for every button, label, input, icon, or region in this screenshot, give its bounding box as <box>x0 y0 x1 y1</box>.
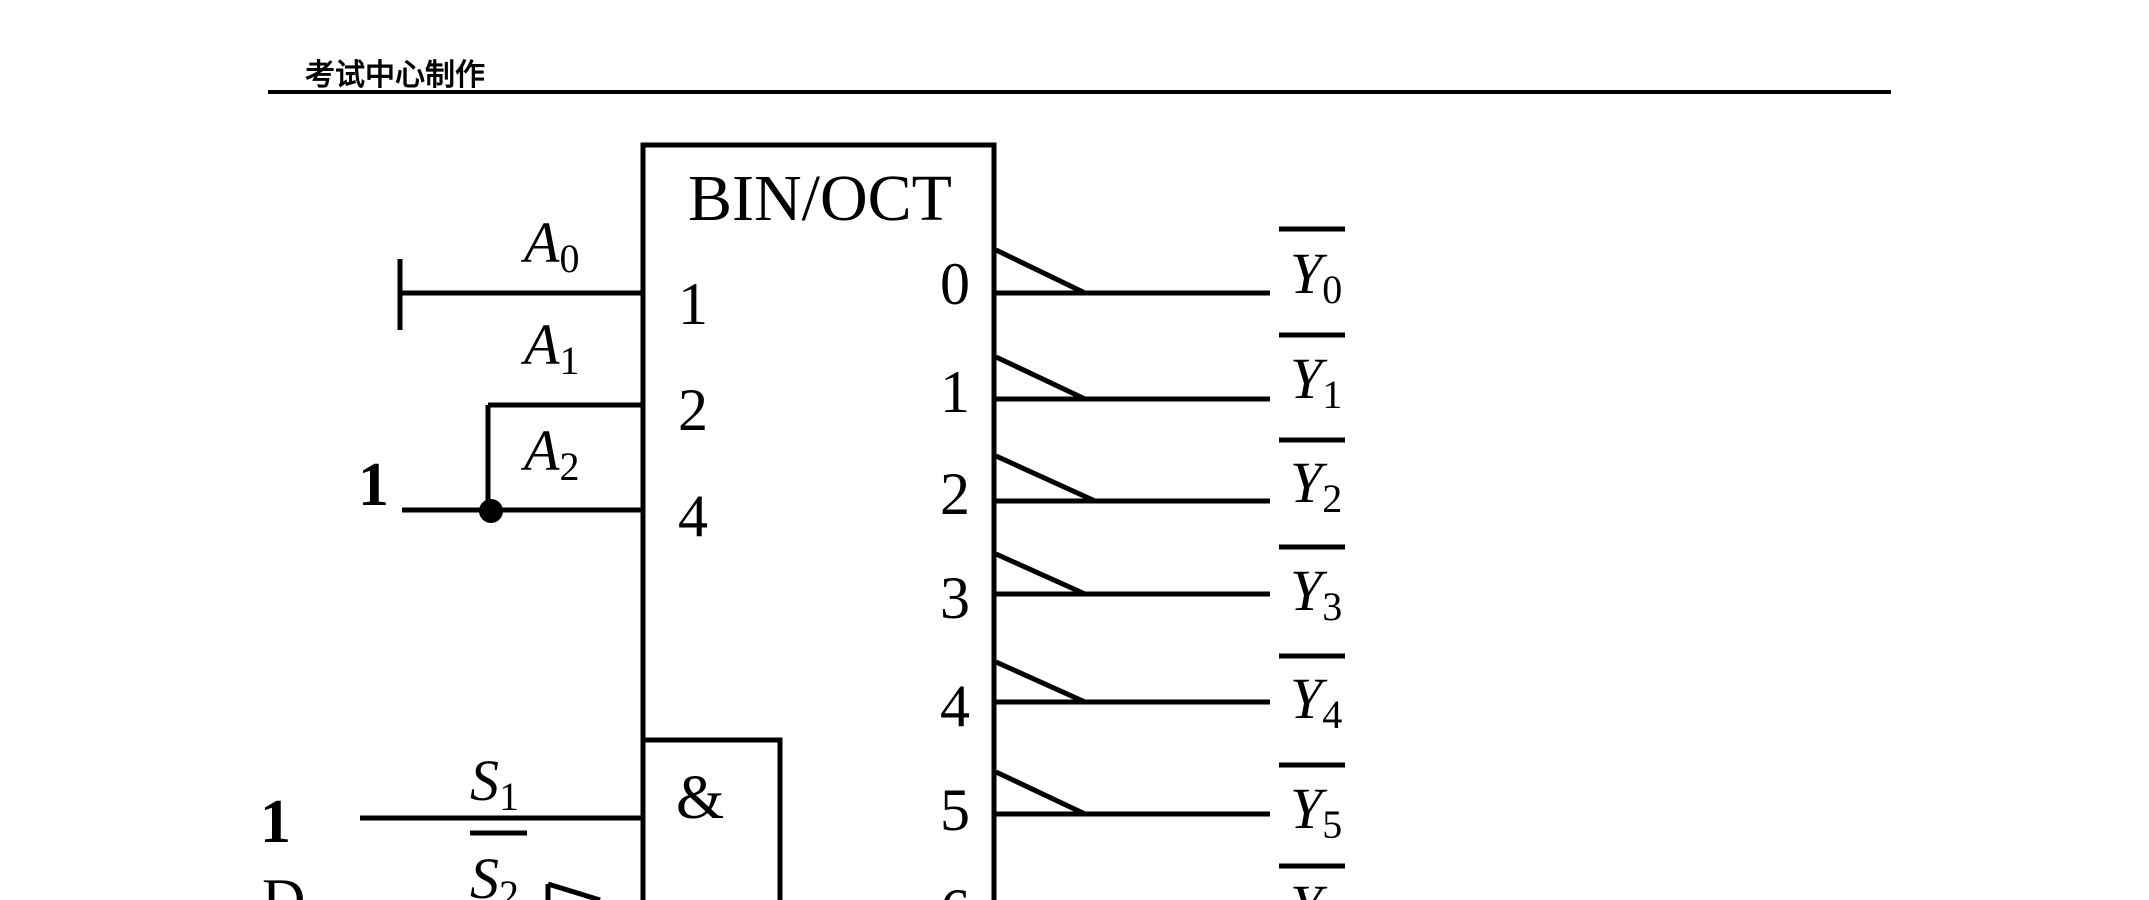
y3-label: Y3 <box>1290 558 1342 629</box>
y1-label: Y1 <box>1290 346 1342 417</box>
output-2: 2 Y2 <box>940 437 1345 527</box>
output-pin-4: 4 <box>940 673 970 739</box>
enable-and-box <box>645 737 783 900</box>
decoder-label: BIN/OCT <box>688 162 952 235</box>
output-pin-0: 0 <box>940 251 970 317</box>
junction-dot <box>479 499 503 523</box>
active-low-indicator-4 <box>994 659 1087 705</box>
output-4: 4 Y4 <box>940 653 1345 739</box>
output-pin-1: 1 <box>940 359 970 425</box>
y4-label: Y4 <box>1290 666 1342 737</box>
s2-label: S2 <box>470 846 519 900</box>
y2-label: Y2 <box>1290 450 1342 521</box>
output-1: 1 Y1 <box>940 332 1345 425</box>
page-header-title: 考试中心制作 <box>305 58 485 93</box>
output-3: 3 Y3 <box>940 544 1345 631</box>
header-rule <box>268 90 1891 94</box>
a0-label: A0 <box>520 210 579 281</box>
output-pin-3: 3 <box>940 565 970 631</box>
active-low-indicator-1 <box>994 354 1087 402</box>
y5-label: Y5 <box>1290 776 1342 847</box>
decoder-block <box>640 142 997 900</box>
input-pin-1: 1 <box>678 271 708 337</box>
input-pin-4: 4 <box>678 483 708 549</box>
logic-one-a-inputs: 1 <box>358 451 389 519</box>
y6-label: Y6 <box>1290 873 1342 900</box>
active-low-indicator-0 <box>994 247 1087 296</box>
active-low-indicator-3 <box>994 551 1087 597</box>
a2-label: A2 <box>520 418 579 489</box>
partial-label-d: D <box>262 867 305 900</box>
s2-active-low-indicator <box>547 881 601 900</box>
output-5: 5 Y5 <box>940 762 1345 847</box>
a1-label: A1 <box>520 312 579 383</box>
output-pin-2: 2 <box>940 461 970 527</box>
and-gate-label: & <box>676 764 724 832</box>
active-low-indicator-5 <box>994 769 1087 817</box>
output-pin-6: 6 <box>940 877 970 900</box>
input-pin-2: 2 <box>678 377 708 443</box>
output-pin-5: 5 <box>940 777 970 843</box>
active-low-indicator-2 <box>994 453 1097 504</box>
logic-one-s1: 1 <box>260 788 291 856</box>
y0-label: Y0 <box>1290 241 1342 312</box>
output-0: 0 Y0 <box>940 226 1345 317</box>
output-6: 6 Y6 <box>940 863 1345 900</box>
s1-label: S1 <box>470 748 519 819</box>
